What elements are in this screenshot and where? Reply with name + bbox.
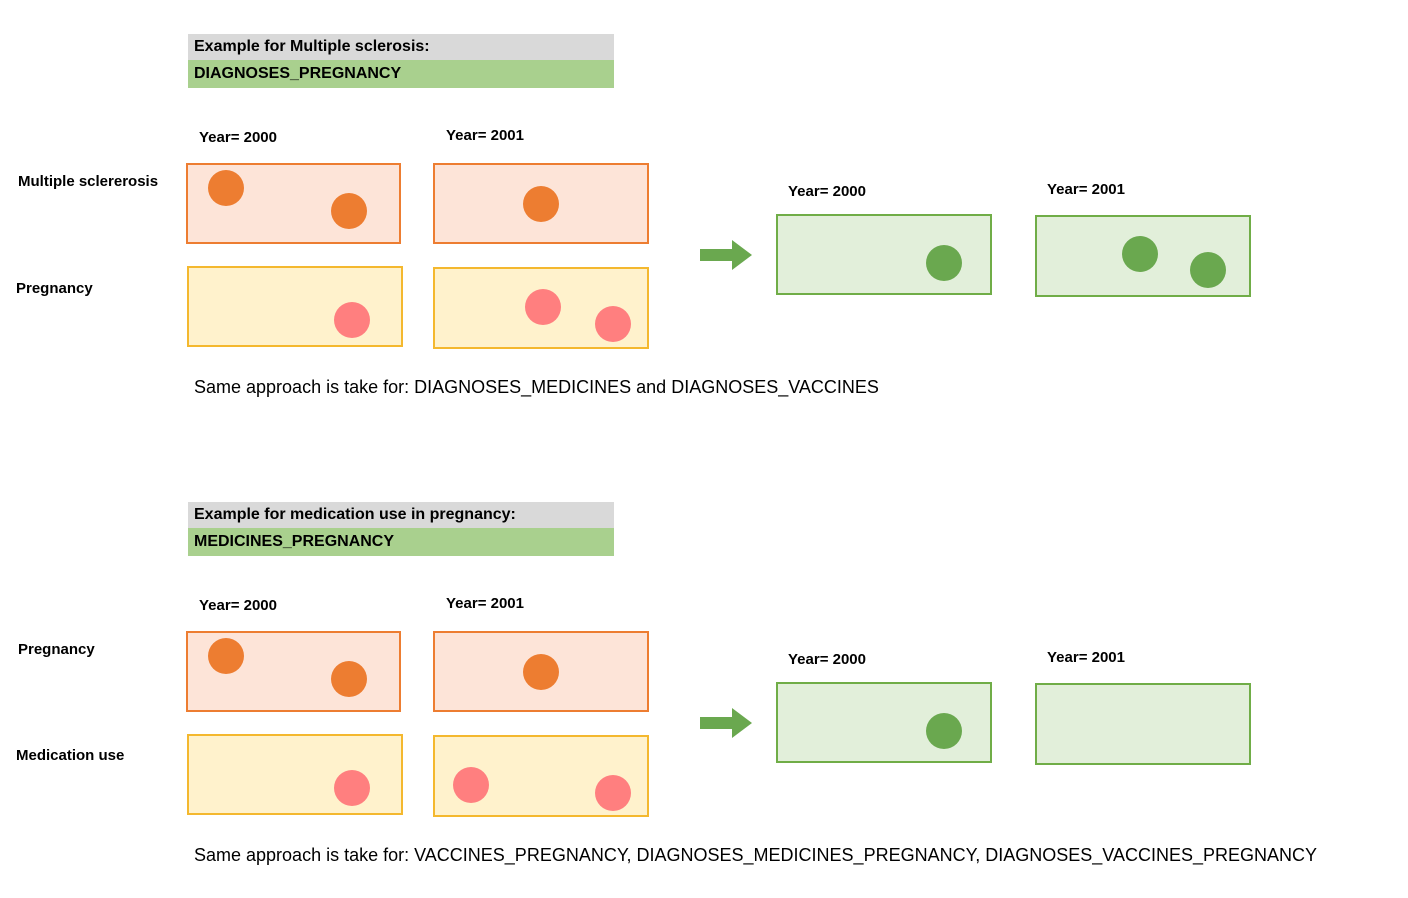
section2-note: Same approach is take for: VACCINES_PREG…: [194, 845, 1318, 865]
event-dot: [523, 186, 559, 222]
section1-row2-year2000-box: [187, 266, 403, 347]
section1-note: Same approach is take for: DIAGNOSES_MED…: [194, 377, 879, 397]
event-dot: [331, 193, 367, 229]
section2-header-title: Example for medication use in pregnancy:: [188, 502, 614, 528]
event-dot: [453, 767, 489, 803]
section2-row2-label: Medication use: [16, 747, 125, 764]
section2-result-year2000-box: [776, 682, 992, 763]
section1-row2-year2001-box: [433, 267, 649, 349]
section2-year-2001-label: Year= 2001: [446, 595, 524, 612]
event-dot: [523, 654, 559, 690]
section1-row1-label: Multiple sclererosis: [18, 173, 159, 190]
section1-result-year-2000-label: Year= 2000: [788, 183, 866, 200]
event-dot: [208, 638, 244, 674]
section1-year-2001-label: Year= 2001: [446, 127, 524, 144]
section1-year-2000-label: Year= 2000: [199, 129, 277, 146]
event-dot: [595, 306, 631, 342]
event-dot: [331, 661, 367, 697]
section2-row1-year2000-box: [186, 631, 401, 712]
section2-result-year-2000-label: Year= 2000: [788, 651, 866, 668]
section1-result-year2000-box: [776, 214, 992, 295]
event-dot: [334, 302, 370, 338]
event-dot: [208, 170, 244, 206]
section2-header-table: MEDICINES_PREGNANCY: [188, 528, 614, 556]
section2-result-year-2001-label: Year= 2001: [1047, 649, 1125, 666]
section2-year-2000-label: Year= 2000: [199, 597, 277, 614]
section1-result-year-2001-label: Year= 2001: [1047, 181, 1125, 198]
section1-header-table: DIAGNOSES_PREGNANCY: [188, 60, 614, 88]
section2-row1-label: Pregnancy: [18, 641, 95, 658]
section1-row1-year2001-box: [433, 163, 649, 244]
right-arrow-icon: [700, 708, 752, 738]
section1-result-year2001-box: [1035, 215, 1251, 297]
section2-row2-year2000-box: [187, 734, 403, 815]
section2-row2-year2001-box: [433, 735, 649, 817]
right-arrow-icon: [700, 240, 752, 270]
event-dot: [1122, 236, 1158, 272]
section1-row1-year2000-box: [186, 163, 401, 244]
event-dot: [1190, 252, 1226, 288]
section2-result-year2001-box: [1035, 683, 1251, 765]
event-dot: [595, 775, 631, 811]
section1-row2-label: Pregnancy: [16, 280, 93, 297]
event-dot: [334, 770, 370, 806]
event-dot: [525, 289, 561, 325]
event-dot: [926, 245, 962, 281]
section1-header-title: Example for Multiple sclerosis:: [188, 34, 614, 60]
section2-row1-year2001-box: [433, 631, 649, 712]
event-dot: [926, 713, 962, 749]
